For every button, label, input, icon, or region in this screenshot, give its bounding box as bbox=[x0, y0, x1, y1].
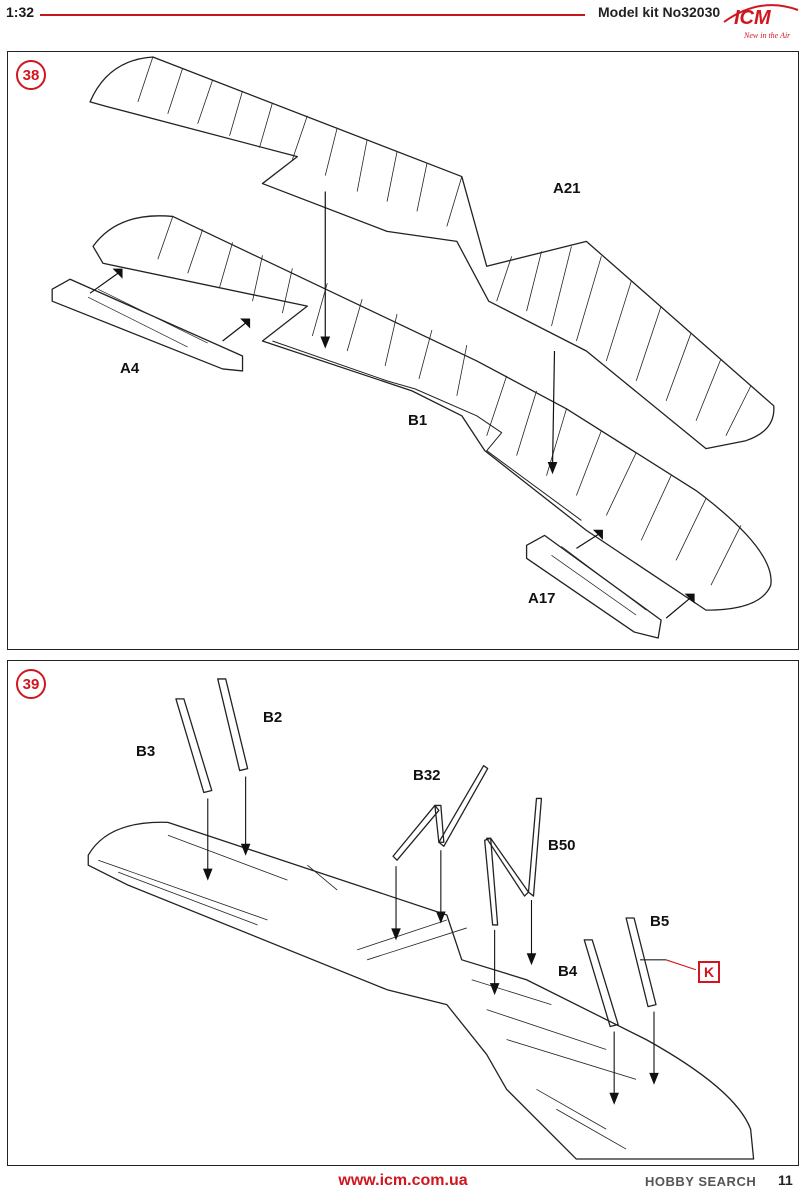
kit-number: Model kit No32030 bbox=[598, 4, 721, 20]
watermark: HOBBY SEARCH bbox=[645, 1174, 757, 1189]
header-rule bbox=[40, 14, 585, 16]
part-label-b1: B1 bbox=[408, 412, 428, 429]
part-label-a4: A4 bbox=[120, 360, 140, 377]
part-label-a17: A17 bbox=[528, 590, 556, 607]
wing-underside bbox=[87, 821, 755, 1160]
a21-ribs bbox=[137, 56, 752, 436]
step-38-badge: 38 bbox=[16, 60, 46, 90]
part-label-b32: B32 bbox=[413, 767, 441, 784]
aileron-a4 bbox=[51, 278, 244, 372]
strut-b32 bbox=[392, 764, 489, 861]
aileron-a17 bbox=[525, 534, 662, 639]
icm-logo: ICM New in the Air bbox=[723, 4, 799, 40]
part-label-b5: B5 bbox=[650, 913, 670, 930]
k-color-box: K bbox=[698, 961, 720, 983]
page-number: 11 bbox=[778, 1172, 793, 1188]
step-38-drawing bbox=[51, 56, 775, 639]
logo-tagline: New in the Air bbox=[743, 31, 791, 40]
step-38-arrows bbox=[89, 191, 695, 619]
part-label-b2: B2 bbox=[263, 709, 283, 726]
footer-url: www.icm.com.ua bbox=[338, 1172, 468, 1189]
part-label-b3: B3 bbox=[136, 743, 156, 760]
strut-b3 bbox=[175, 698, 213, 794]
part-label-a21: A21 bbox=[553, 180, 581, 197]
logo-brand: ICM bbox=[734, 7, 772, 29]
part-label-b50: B50 bbox=[548, 837, 576, 854]
step-39-panel: 39 bbox=[7, 660, 799, 1166]
strut-b2 bbox=[217, 678, 249, 772]
lower-wing-b1 bbox=[92, 215, 772, 611]
step-39-drawing bbox=[87, 678, 755, 1160]
strut-b50 bbox=[484, 797, 543, 926]
strut-b4 bbox=[583, 939, 619, 1028]
part-label-b4: B4 bbox=[558, 963, 578, 980]
step-39-badge: 39 bbox=[16, 669, 46, 699]
scale-label: 1:32 bbox=[6, 4, 35, 20]
wing-underside-panels bbox=[98, 834, 637, 1150]
upper-wing-a21 bbox=[89, 56, 775, 450]
strut-b5 bbox=[625, 917, 666, 1008]
step-39-arrows bbox=[202, 776, 697, 1105]
step-38-panel: 38 bbox=[7, 51, 799, 650]
b1-ribs bbox=[157, 216, 742, 586]
